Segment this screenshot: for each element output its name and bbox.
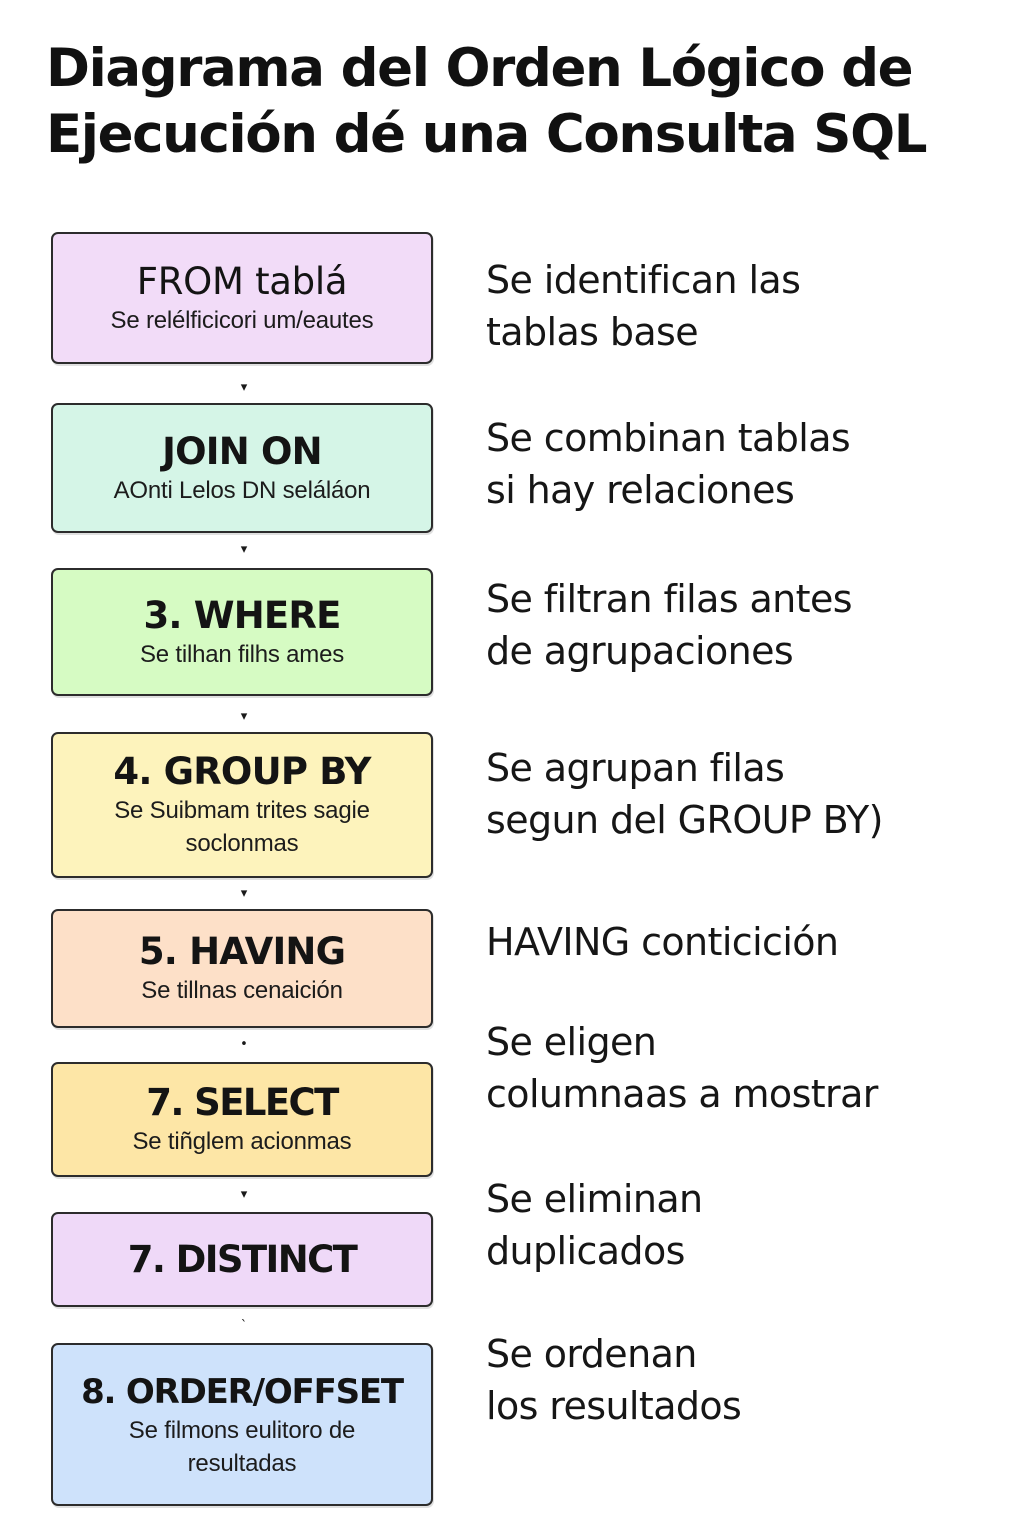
step-box-where: 3. WHERE Se tilhan filhs ames (51, 568, 433, 696)
step-box-join: JOIN ON AOnti Lelos DN seláláon (51, 403, 433, 533)
note-line: los resultados (486, 1384, 742, 1428)
step-description: Se tiñglem acionmas (132, 1128, 352, 1155)
step-note-order-offset: Se ordenan los resultados (486, 1328, 1006, 1432)
step-label: 3. WHERE (143, 593, 341, 637)
connector-tick-icon: ˋ (240, 1319, 248, 1334)
step-label: 5. HAVING (138, 930, 346, 973)
note-line: Se identifican las (486, 258, 801, 302)
step-label: JOIN ON (162, 429, 322, 473)
title-line-1: Diagrama del Orden Lógico de (46, 38, 914, 99)
step-note-where: Se filtran filas antes de agrupaciones (486, 573, 1006, 677)
note-line: segun del GROUP BY) (486, 798, 883, 842)
down-arrow-icon: ▾ (240, 1187, 248, 1202)
step-description: Se tillnas cenaición (141, 977, 343, 1004)
title-line-2: Ejecución dé una Consulta SQL (46, 104, 928, 165)
step-label: 4. GROUP BY (113, 750, 371, 793)
step-box-having: 5. HAVING Se tillnas cenaición (51, 909, 433, 1028)
step-description: Se relélficicori um/eautes (110, 306, 374, 334)
step-note-join: Se combinan tablas si hay relaciones (486, 412, 1006, 516)
note-line: Se ordenan (486, 1332, 697, 1376)
step-label: 7. SELECT (146, 1081, 339, 1124)
note-line: Se filtran filas antes (486, 577, 853, 621)
note-line: columnaas a mostrar (486, 1072, 878, 1116)
note-line: duplicados (486, 1229, 685, 1273)
step-note-group-by: Se agrupan filas segun del GROUP BY) (486, 742, 1006, 846)
connector-dot-icon: • (240, 1037, 248, 1052)
step-box-order-offset: 8. ORDER/OFFSET Se filmons eulitoro de r… (51, 1343, 433, 1506)
note-line: HAVING conticición (486, 920, 839, 964)
step-note-select: Se eligen columnaas a mostrar (486, 1016, 1006, 1120)
note-line: Se combinan tablas (486, 416, 851, 460)
note-line: Se eligen (486, 1020, 657, 1064)
step-description: Se filmons eulitoro de resultadas (128, 1416, 356, 1477)
step-label: 8. ORDER/OFFSET (81, 1371, 404, 1412)
step-label: FROM tablá (136, 259, 348, 303)
note-line: Se agrupan filas (486, 746, 785, 790)
step-description: AOnti Lelos DN seláláon (113, 476, 371, 504)
step-note-having: HAVING conticición (486, 916, 1006, 968)
step-label: 7. DISTINCT (127, 1237, 358, 1281)
down-arrow-icon: ▾ (240, 542, 248, 557)
step-note-distinct: Se eliminan duplicados (486, 1173, 1006, 1277)
step-box-group-by: 4. GROUP BY Se Suibmam trites sagie socl… (51, 732, 433, 878)
note-line: si hay relaciones (486, 468, 795, 512)
down-arrow-icon: ▾ (240, 886, 248, 901)
diagram-title: Diagrama del Orden Lógico de Ejecución d… (46, 36, 1006, 168)
note-line: Se eliminan (486, 1177, 703, 1221)
step-box-from: FROM tablá Se relélficicori um/eautes (51, 232, 433, 364)
step-box-select: 7. SELECT Se tiñglem acionmas (51, 1062, 433, 1177)
step-description: Se tilhan filhs ames (139, 640, 345, 668)
step-description: Se Suibmam trites sagie soclonmas (114, 797, 370, 857)
note-line: de agrupaciones (486, 629, 794, 673)
down-arrow-icon: ▾ (240, 380, 248, 395)
step-note-from: Se identifican las tablas base (486, 254, 1006, 358)
note-line: tablas base (486, 310, 699, 354)
step-box-distinct: 7. DISTINCT (51, 1212, 433, 1307)
down-arrow-icon: ▾ (240, 709, 248, 724)
